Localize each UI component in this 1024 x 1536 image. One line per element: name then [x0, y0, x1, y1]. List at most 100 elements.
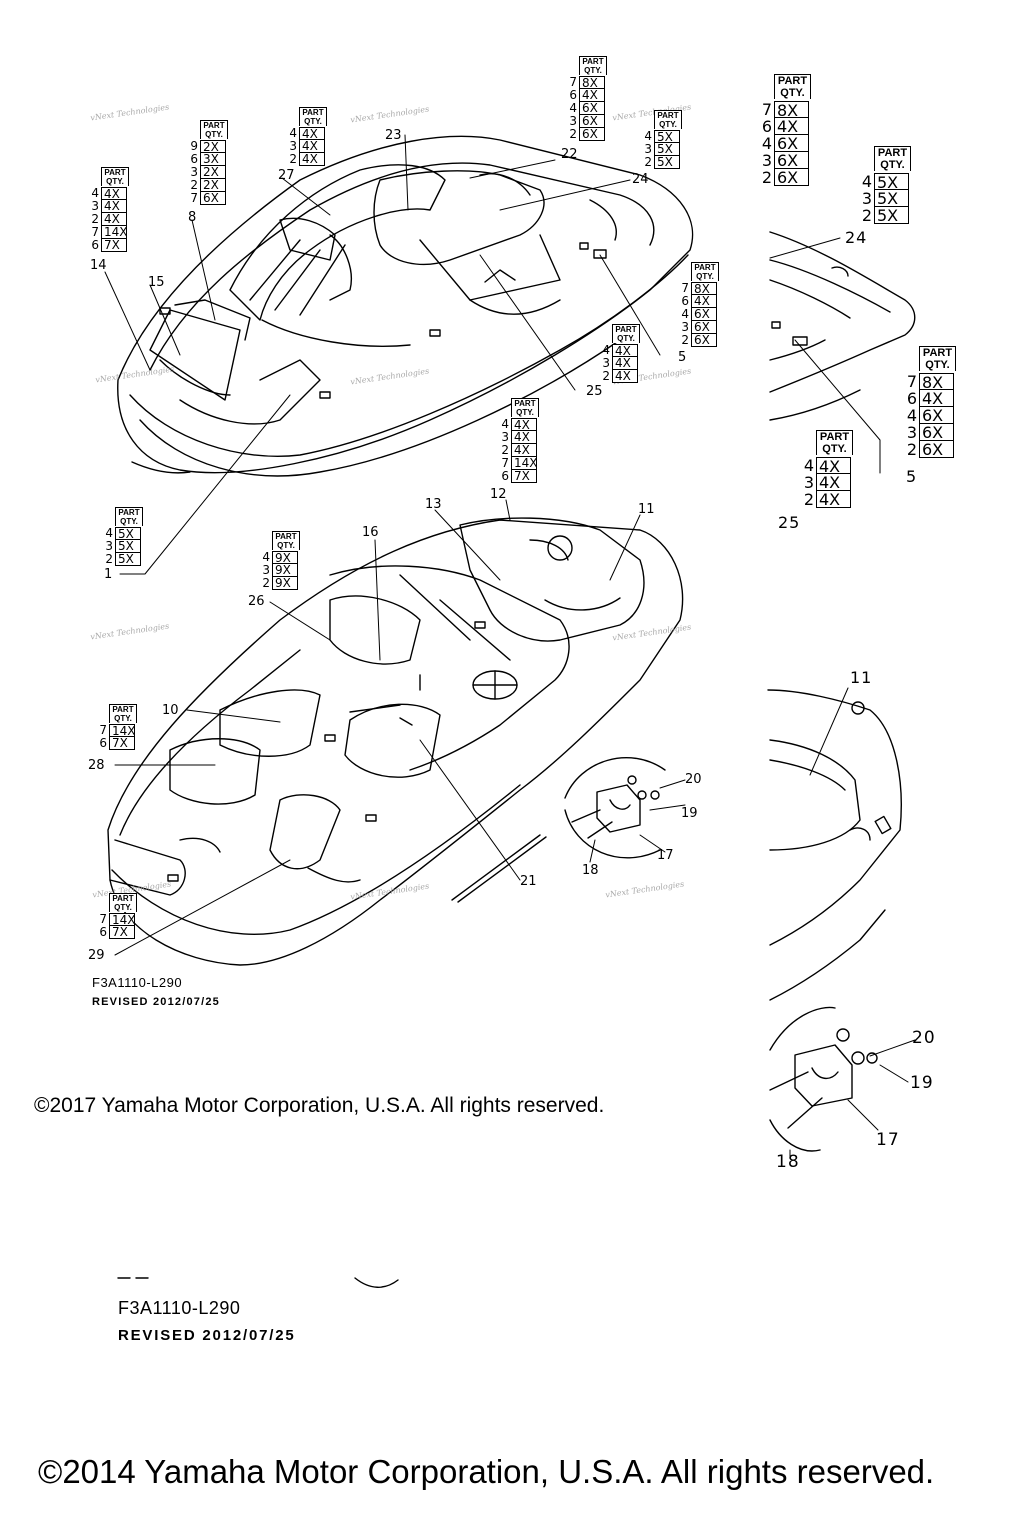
qty-value: 4X — [299, 140, 325, 153]
ref-number: 2 — [861, 206, 872, 225]
qty-value: 5X — [874, 207, 909, 224]
ref-number: 3 — [906, 423, 917, 442]
ref-number: 6 — [190, 152, 198, 166]
qty-value: 7X — [101, 239, 127, 252]
part-label: PART — [657, 111, 679, 120]
lower-boat-drawing — [107, 517, 684, 966]
zoom-callout-11: 11 — [850, 668, 873, 687]
drawing-code-1: F3A1110-L290 — [92, 975, 183, 990]
callout-10: 10 — [162, 703, 179, 718]
callout-27: 27 — [278, 168, 295, 183]
qty-value: 6X — [579, 102, 605, 115]
qty-value: 14X — [109, 724, 136, 738]
qty-value: 6X — [919, 424, 954, 441]
callout-25: 25 — [586, 384, 603, 399]
ref-number: 3 — [569, 114, 577, 128]
ref-number: 2 — [501, 443, 509, 457]
ref-number: 3 — [190, 165, 198, 179]
ref-number: 7 — [906, 372, 917, 391]
part-label: PART — [615, 325, 637, 334]
ref-number: 7 — [761, 100, 772, 119]
qty-value: 14X — [101, 226, 128, 239]
qty-value: 6X — [200, 192, 226, 205]
zoom-callout-19: 19 — [910, 1073, 934, 1093]
ref-number: 3 — [761, 151, 772, 170]
ref-number: 6 — [681, 294, 689, 308]
callout-13: 13 — [425, 497, 442, 512]
qty-label: QTY. — [277, 541, 295, 550]
drawing-code-2: F3A1110-L290 — [118, 1298, 241, 1318]
qty-value: 3X — [200, 153, 226, 166]
qty-value: 4X — [101, 213, 127, 226]
leader-lines — [104, 134, 916, 1159]
copyright-2017: ©2017 Yamaha Motor Corporation, U.S.A. A… — [34, 1094, 605, 1117]
callout-5: 5 — [678, 350, 687, 365]
ref-number: 9 — [190, 139, 198, 153]
ref-number: 3 — [803, 473, 814, 492]
ref-number: 3 — [602, 356, 610, 370]
qty-label: QTY. — [114, 714, 132, 723]
ref-number: 6 — [761, 117, 772, 136]
qty-value: 6X — [691, 308, 717, 321]
qty-value: 9X — [272, 551, 298, 565]
revised-date-1: REVISED 2012/07/25 — [92, 996, 221, 1008]
ref-number: 2 — [602, 369, 610, 383]
qty-value: 7X — [109, 926, 135, 939]
zoom-stern-crop — [767, 689, 902, 1001]
callout-26: 26 — [248, 594, 265, 609]
qty-value: 6X — [774, 169, 809, 186]
ref-number: 3 — [501, 430, 509, 444]
qty-label: QTY. — [205, 130, 223, 139]
ref-number: 4 — [602, 343, 610, 357]
ref-number: 4 — [803, 456, 814, 475]
ref-number: 4 — [105, 526, 113, 540]
part-label: PART — [302, 108, 324, 117]
ref-number: 7 — [681, 281, 689, 295]
qty-label: QTY. — [516, 408, 534, 417]
bracket-detail — [564, 757, 666, 859]
qty-value: 6X — [579, 115, 605, 128]
ref-number: 7 — [569, 75, 577, 89]
ref-number: 2 — [105, 552, 113, 566]
qty-value: 6X — [919, 441, 954, 458]
callout-22: 22 — [561, 147, 578, 162]
callout-18: 18 — [582, 863, 599, 878]
qty-value: 2X — [200, 166, 226, 179]
zoom-callout-25: 25 — [778, 513, 801, 532]
part-label: PART — [694, 263, 716, 272]
part-label: PART — [203, 121, 225, 130]
qty-value: 6X — [691, 321, 717, 334]
qty-value: 2X — [200, 179, 226, 192]
ref-number: 3 — [91, 199, 99, 213]
ref-number: 4 — [262, 550, 270, 564]
ref-number: 3 — [681, 320, 689, 334]
ref-number: 7 — [99, 912, 107, 926]
callout-1: 1 — [104, 567, 113, 582]
zoom-callout-18: 18 — [776, 1152, 800, 1172]
callout-12: 12 — [490, 487, 507, 502]
callout-16: 16 — [362, 525, 379, 540]
qty-label: QTY. — [880, 159, 905, 171]
ref-number: 6 — [906, 389, 917, 408]
callout-28: 28 — [88, 758, 105, 773]
upper-boat-drawing — [117, 135, 694, 477]
ref-number: 4 — [644, 129, 652, 143]
qty-value: 6X — [774, 152, 809, 169]
callout-11: 11 — [638, 502, 655, 517]
qty-value: 4X — [612, 357, 638, 370]
ref-number: 6 — [99, 736, 107, 750]
qty-value: 7X — [511, 470, 537, 483]
qty-label: QTY. — [659, 120, 677, 129]
ref-number: 4 — [761, 134, 772, 153]
qty-value: 7X — [109, 737, 135, 750]
ref-number: 6 — [569, 88, 577, 102]
